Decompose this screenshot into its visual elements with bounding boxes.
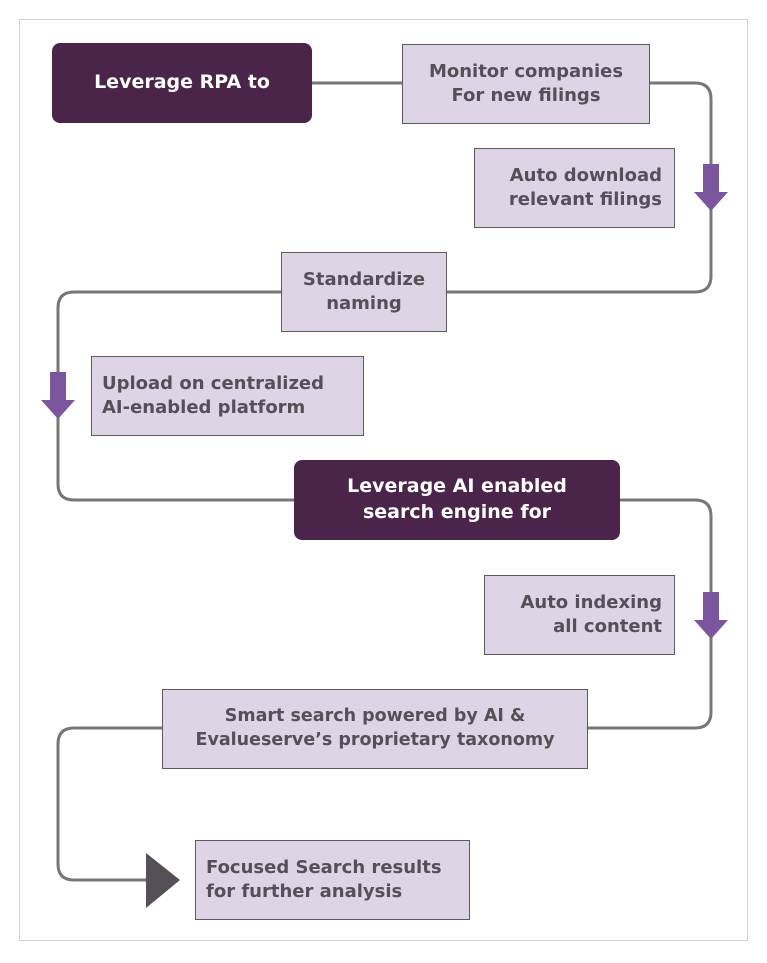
down-arrow-icon (41, 372, 75, 419)
down-arrow-icon (694, 592, 728, 639)
right-arrow-icon (146, 853, 180, 908)
step-auto-download: Auto download relevant filings (474, 148, 675, 228)
step-auto-indexing: Auto indexing all content (484, 575, 675, 655)
step-upload-platform: Upload on centralized AI-enabled platfor… (91, 356, 364, 436)
diagram-frame (19, 19, 748, 941)
step-monitor-companies: Monitor companies For new filings (402, 44, 650, 124)
step-smart-search: Smart search powered by AI & Evalueserve… (162, 689, 588, 769)
header-rpa: Leverage RPA to (52, 43, 312, 123)
connector-smart-to-final (56, 726, 162, 882)
header-ai-search: Leverage AI enabled search engine for (294, 460, 620, 540)
step-focused-results: Focused Search results for further analy… (195, 840, 470, 920)
step-standardize-naming: Standardize naming (281, 252, 447, 332)
down-arrow-icon (694, 164, 728, 211)
